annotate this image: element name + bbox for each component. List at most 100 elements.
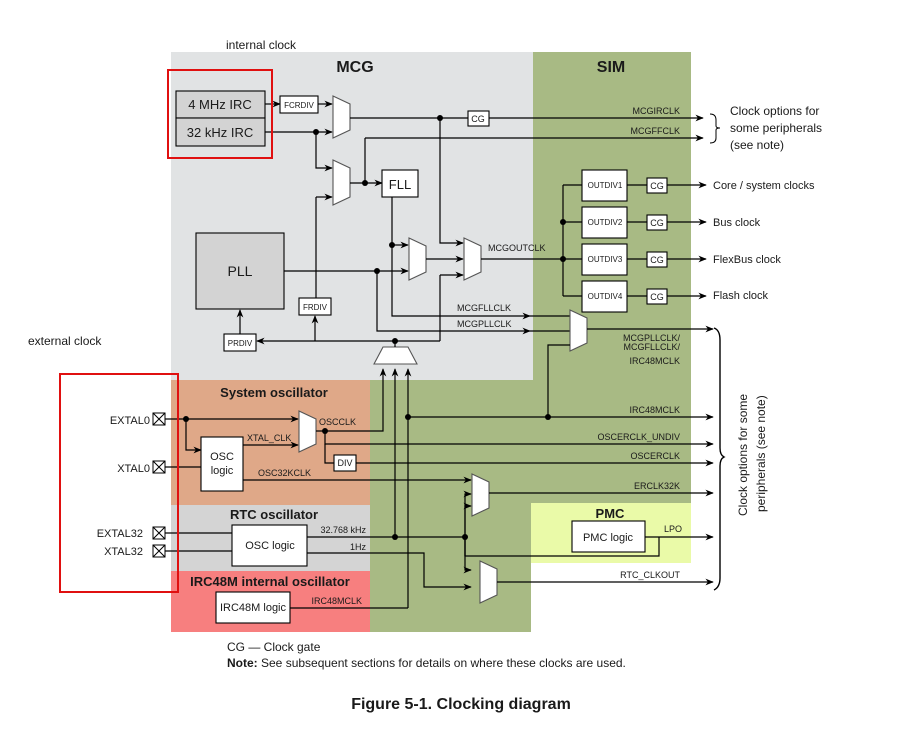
osc-logic-line1: OSC <box>210 451 234 463</box>
outdiv1-label: OUTDIV1 <box>588 181 623 190</box>
mcgoutclk-label: MCGOUTCLK <box>488 243 546 253</box>
xtal32-pin: XTAL32 <box>104 544 166 558</box>
div-label: DIV <box>337 458 352 468</box>
xtal0-pin: XTAL0 <box>117 460 166 475</box>
figure-caption: Figure 5-1. Clocking diagram <box>351 696 571 713</box>
mcgoutclk-mux <box>463 237 482 281</box>
cg-label: CG <box>650 255 664 265</box>
cg-label: CG <box>650 218 664 228</box>
oscerclk-label: OSCERCLK <box>630 451 680 461</box>
irc-4mhz-label: 4 MHz IRC <box>188 97 252 112</box>
cg-footnote: CG — Clock gate <box>227 640 321 654</box>
mux-out-label-3: IRC48MCLK <box>629 356 680 366</box>
irc-select-mux <box>332 95 351 139</box>
fcrdiv-label: FCRDIV <box>284 101 314 110</box>
note-text: See subsequent sections for details on w… <box>258 656 626 670</box>
internal-clock-highlight <box>167 69 273 159</box>
frdiv-label: FRDIV <box>303 303 328 312</box>
pll-block <box>195 232 285 310</box>
outdiv3-label: OUTDIV3 <box>588 255 623 264</box>
external-clock-label: external clock <box>28 334 102 348</box>
note-footnote: Note: See subsequent sections for detail… <box>227 656 626 670</box>
side-brace-text-1: Clock options for some <box>736 394 750 516</box>
prdiv-label: PRDIV <box>228 339 253 348</box>
mcgffclk-label: MCGFFCLK <box>631 126 681 136</box>
outdiv4-label: OUTDIV4 <box>588 292 623 301</box>
top-brace <box>709 113 721 144</box>
sim-title: SIM <box>597 59 625 76</box>
pmc-logic-block <box>571 520 646 553</box>
erclk32k-label: ERCLK32K <box>634 481 680 491</box>
osc-logic-line2: logic <box>211 465 234 477</box>
internal-clock-label: internal clock <box>226 38 297 52</box>
irc48mclk-label: IRC48MCLK <box>629 405 680 415</box>
mux-out-label-2: MCGFLLCLK/ <box>623 342 680 352</box>
irc48mclk-src-label: IRC48MCLK <box>311 596 362 606</box>
mcgpllclk-label: MCGPLLCLK <box>457 319 512 329</box>
irc48m-title: IRC48M internal oscillator <box>190 574 350 589</box>
xtal-clk-label: XTAL_CLK <box>247 433 291 443</box>
pmc-logic-label: PMC logic <box>583 532 634 544</box>
cg-label: CG <box>471 114 485 124</box>
erclk32k-mux <box>471 473 490 517</box>
mcg-title: MCG <box>336 59 373 76</box>
irc-32khz-label: 32 kHz IRC <box>187 125 253 140</box>
pmc-title: PMC <box>596 506 626 521</box>
osc-logic-block <box>200 436 244 492</box>
flexbus-clock-label: FlexBus clock <box>713 254 781 266</box>
note-label: Note: <box>227 656 258 670</box>
side-brace <box>713 327 726 591</box>
outdiv4-block <box>581 280 628 313</box>
fll-source-mux <box>332 159 351 206</box>
rtc-oscillator-title: RTC oscillator <box>230 507 318 522</box>
top-brace-text-1: Clock options for <box>730 104 819 118</box>
rtc-osc-logic-block <box>231 524 308 567</box>
rtc-1hz-label: 1Hz <box>350 542 367 552</box>
oscclk-label: OSCCLK <box>319 417 356 427</box>
pll-label: PLL <box>228 263 253 279</box>
outdiv1-block <box>581 169 628 202</box>
outdiv1-row: OUTDIV1 CG Core / system clocks <box>581 169 815 202</box>
cg-label: CG <box>650 292 664 302</box>
osc32kclk-label: OSC32KCLK <box>258 468 311 478</box>
rtc-osc-logic-label: OSC logic <box>245 540 295 552</box>
irc48m-logic-label: IRC48M logic <box>220 602 287 614</box>
fll-label: FLL <box>389 177 411 192</box>
lpo-label: LPO <box>664 524 682 534</box>
extal0-pin: EXTAL0 <box>110 412 166 427</box>
rtc-32k-label: 32.768 kHz <box>320 525 366 535</box>
mcgirclk-label: MCGIRCLK <box>632 106 680 116</box>
irc48m-logic-block <box>215 591 291 624</box>
external-clock-highlight <box>59 373 179 593</box>
oscclk-mux <box>298 410 317 453</box>
rtc-clkout-label: RTC_CLKOUT <box>620 570 680 580</box>
cg-label: CG <box>650 181 664 191</box>
xtal0-label: XTAL0 <box>117 463 150 475</box>
frdiv-block <box>298 297 332 316</box>
extal32-label: EXTAL32 <box>97 528 143 540</box>
bus-clock-label: Bus clock <box>713 217 761 229</box>
fll-block <box>381 169 419 198</box>
top-brace-text-2: some peripherals <box>730 121 822 135</box>
irc-32khz-block <box>175 117 266 147</box>
oscerclk-undiv-label: OSCERCLK_UNDIV <box>597 432 680 442</box>
side-brace-text-2: peripherals (see note) <box>754 395 768 512</box>
outdiv2-label: OUTDIV2 <box>588 218 623 227</box>
xtal32-label: XTAL32 <box>104 546 143 558</box>
outdiv2-row: OUTDIV2 CG Bus clock <box>581 206 761 239</box>
extal32-pin: EXTAL32 <box>97 526 166 540</box>
rtc-clkout-mux <box>479 560 498 604</box>
system-oscillator-title: System oscillator <box>220 385 328 400</box>
extal0-label: EXTAL0 <box>110 415 150 427</box>
fll-pll-select-mux <box>408 237 427 281</box>
pll-fll-irc48-mux <box>569 309 588 352</box>
mux-out-label-1: MCGPLLCLK/ <box>623 333 681 343</box>
outdiv4-row: OUTDIV4 CG Flash clock <box>581 280 769 313</box>
outdiv3-row: OUTDIV3 CG FlexBus clock <box>581 243 781 276</box>
outdiv3-block <box>581 243 628 276</box>
top-brace-text-3: (see note) <box>730 138 784 152</box>
ext-ref-select-mux <box>373 346 418 365</box>
flash-clock-label: Flash clock <box>713 290 769 302</box>
mcgfllclk-label: MCGFLLCLK <box>457 303 511 313</box>
